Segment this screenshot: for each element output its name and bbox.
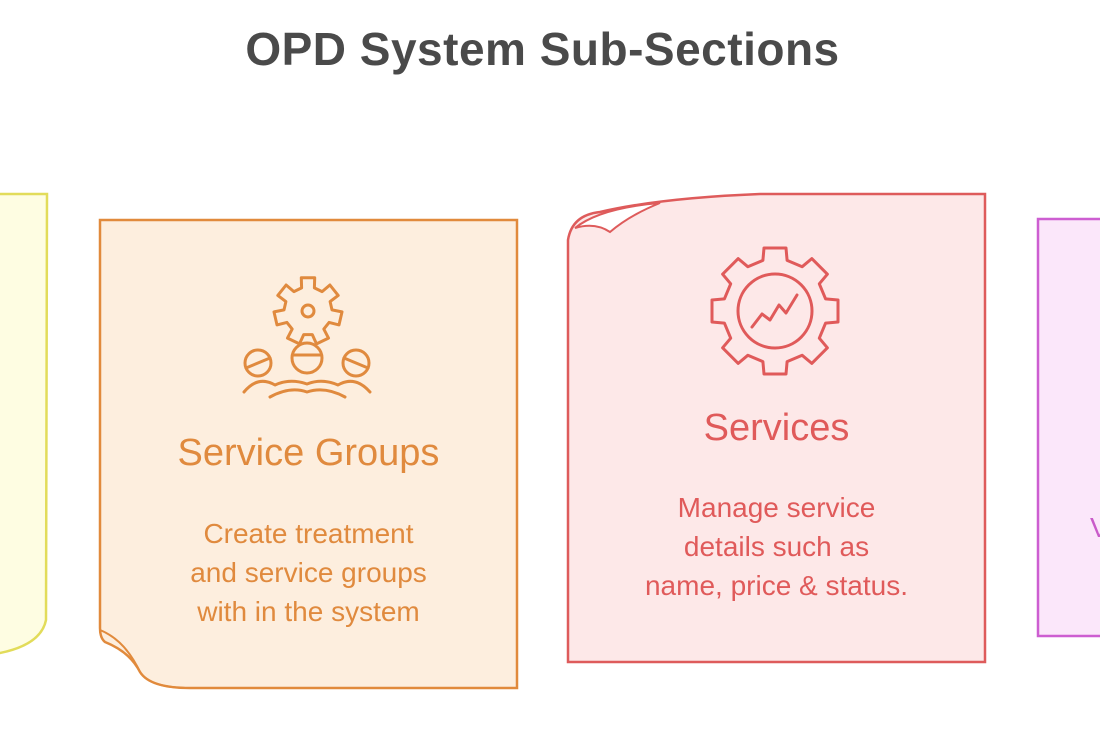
gear-chart-icon bbox=[710, 246, 840, 376]
service-groups-description: Create treatment and service groups with… bbox=[100, 514, 517, 631]
desc-line: and service groups bbox=[190, 557, 427, 588]
gear-people-icon bbox=[242, 276, 372, 399]
services-description: Manage service details such as name, pri… bbox=[568, 488, 985, 605]
partial-right-text: V bbox=[1090, 512, 1100, 543]
desc-line: Manage service bbox=[677, 492, 876, 523]
desc-line: name, price & status. bbox=[644, 570, 908, 601]
desc-line: Create treatment bbox=[203, 518, 414, 549]
services-title: Services bbox=[703, 407, 850, 449]
desc-line: details such as bbox=[683, 531, 870, 562]
card-partial-right bbox=[1036, 217, 1100, 638]
card-services bbox=[566, 192, 987, 664]
service-groups-title: Service Groups bbox=[177, 432, 440, 474]
desc-line: with in the system bbox=[197, 596, 420, 627]
page-title: OPD System Sub-Sections bbox=[245, 23, 840, 75]
card-partial-left bbox=[0, 192, 49, 655]
card-service-groups bbox=[98, 218, 519, 690]
